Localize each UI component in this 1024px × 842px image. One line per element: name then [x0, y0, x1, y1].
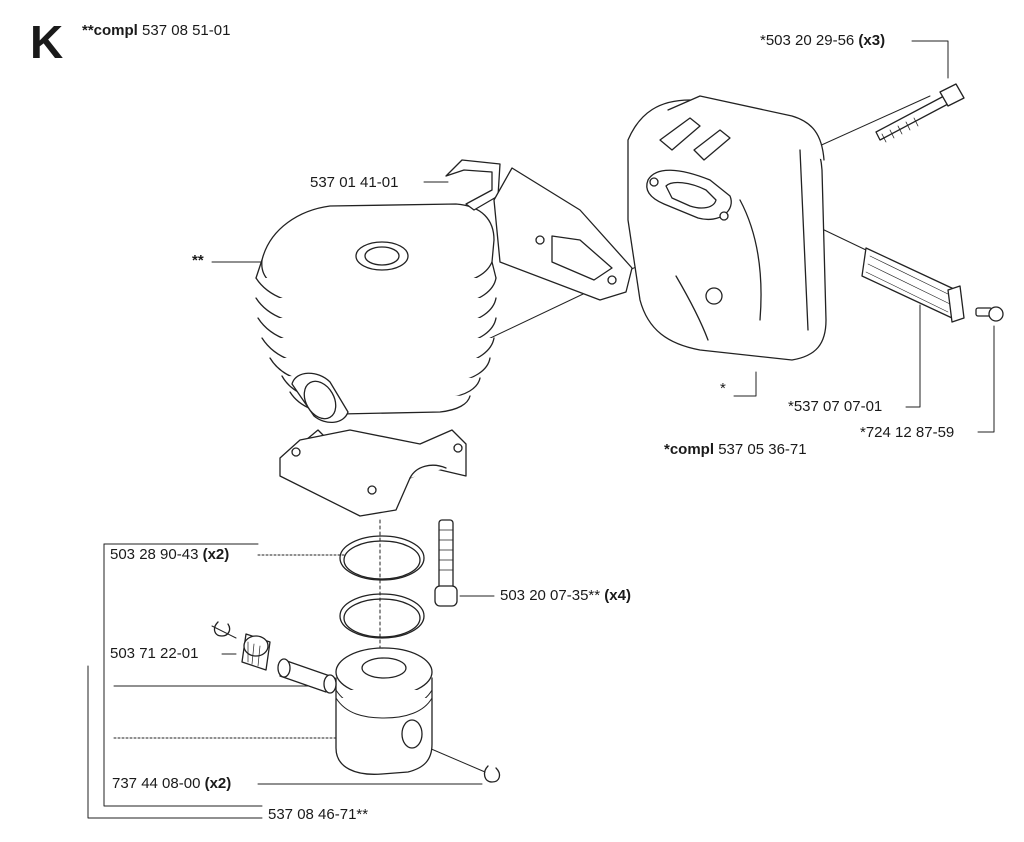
callout-muffler-assembly: *compl 537 05 36-71 — [664, 441, 807, 459]
circlips — [213, 621, 501, 783]
part-number: *724 12 87-59 — [860, 424, 955, 441]
screw — [975, 306, 1004, 322]
part-number: 537 05 36-71 — [718, 441, 807, 458]
callout-piston-kit: 537 08 46-71** — [268, 806, 368, 824]
cylinder-bolt — [434, 519, 458, 607]
cylinder — [255, 203, 497, 517]
part-qty: (x2) — [202, 546, 230, 563]
callout-cylinder-marker: ** — [192, 252, 204, 270]
leader-lines — [87, 40, 995, 819]
piston-pin — [277, 658, 337, 694]
callout-screw: *724 12 87-59 — [860, 424, 954, 442]
piston — [335, 647, 433, 775]
callout-spark-screen: *537 07 07-01 — [788, 398, 882, 416]
part-number: *503 20 29-56 — [760, 32, 855, 49]
part-qty: (x2) — [204, 775, 232, 792]
section-letter: K — [30, 16, 64, 68]
part-number: 537 01 41-01 — [310, 174, 399, 191]
part-number: ** — [192, 252, 204, 269]
callout-muffler-bolt: *503 20 29-56 (x3) — [760, 32, 885, 50]
needle-bearing — [241, 633, 271, 671]
piston-rings — [339, 535, 425, 639]
assembly-title: **compl 537 08 51-01 — [82, 22, 230, 40]
muffler — [627, 95, 827, 361]
callout-muffler-marker: * — [720, 380, 726, 398]
bracket — [445, 159, 501, 211]
part-number: * — [720, 380, 726, 397]
part-qty: (x4) — [604, 587, 631, 604]
part-number: 503 20 07-35** — [500, 587, 601, 604]
gasket — [493, 167, 633, 301]
assembly-number: 537 08 51-01 — [142, 22, 231, 39]
part-qty: (x3) — [858, 32, 886, 49]
part-number: 503 71 22-01 — [110, 645, 199, 662]
muffler-bolt — [875, 83, 965, 143]
part-number: 503 28 90-43 — [110, 546, 199, 563]
spark-arrestor-screen — [861, 247, 965, 323]
callout-needle-bearing: 503 71 22-01 — [110, 645, 198, 663]
callout-circlip: 737 44 08-00 (x2) — [112, 775, 231, 793]
assembly-prefix: **compl — [82, 22, 138, 39]
callout-bracket: 537 01 41-01 — [310, 174, 398, 192]
part-number: 537 08 46-71** — [268, 806, 369, 823]
callout-piston-ring: 503 28 90-43 (x2) — [110, 546, 229, 564]
part-prefix: *compl — [664, 441, 715, 458]
part-number: *537 07 07-01 — [788, 398, 883, 415]
callout-cylinder-bolt: 503 20 07-35** (x4) — [500, 587, 631, 605]
part-number: 737 44 08-00 — [112, 775, 201, 792]
